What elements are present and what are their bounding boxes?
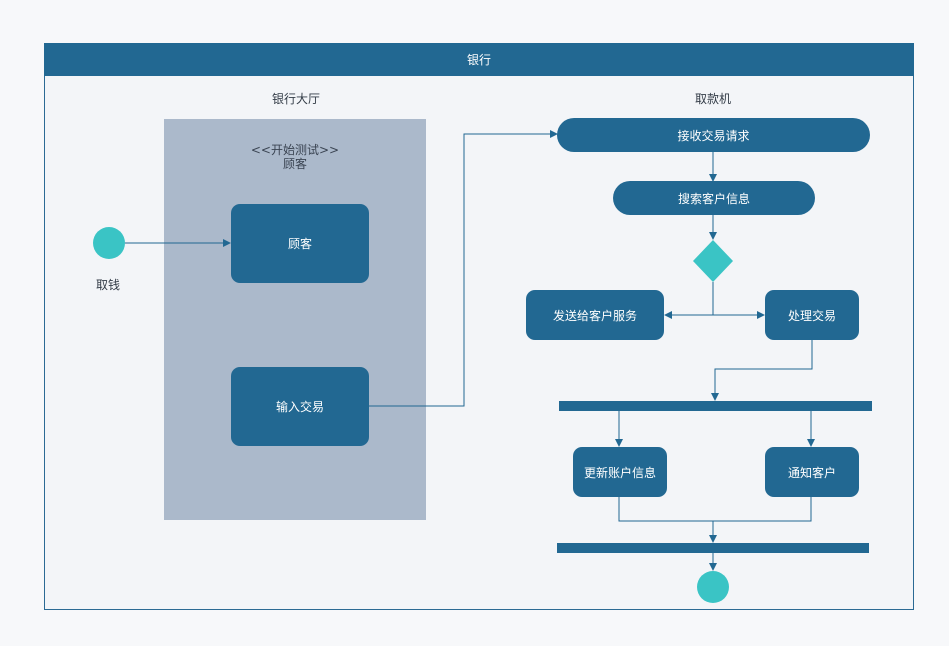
edge-enter-to-receive	[369, 130, 558, 407]
node-send-to-service[interactable]: 发送给客户服务	[526, 290, 664, 340]
node-enter-transaction[interactable]: 输入交易	[231, 367, 369, 446]
fork-bar	[559, 401, 872, 411]
start-node	[93, 227, 125, 259]
edge-process-to-fork	[711, 340, 813, 401]
lane-label-hall: 银行大厅	[271, 92, 320, 106]
stereotype-line-2: 顾客	[282, 157, 307, 171]
stereotype-line-1: <<开始测试>>	[250, 143, 340, 157]
node-receive-request[interactable]: 接收交易请求	[557, 118, 870, 152]
node-notify-customer[interactable]: 通知客户	[765, 447, 859, 497]
lane-label-atm: 取款机	[694, 92, 731, 106]
diagram-title: 银行	[44, 43, 914, 76]
node-customer[interactable]: 顾客	[231, 204, 369, 283]
start-label: 取钱	[96, 278, 121, 292]
decision-diamond	[693, 240, 733, 282]
node-update-account[interactable]: 更新账户信息	[573, 447, 667, 497]
node-process-transaction[interactable]: 处理交易	[765, 290, 859, 340]
hall-swimlane	[164, 119, 426, 520]
edge-join-lines	[618, 497, 812, 522]
end-node	[697, 571, 729, 603]
stereotype-label: <<开始测试>> 顾客	[164, 143, 426, 171]
join-bar	[557, 543, 869, 553]
node-search-customer[interactable]: 搜索客户信息	[613, 181, 815, 215]
